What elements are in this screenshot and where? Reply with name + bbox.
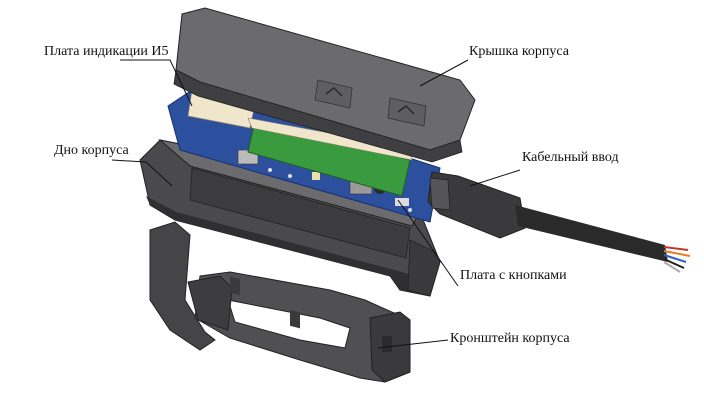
leader-housing-bracket bbox=[377, 339, 449, 349]
bracket-left-arm bbox=[149, 221, 216, 351]
cover-side-face bbox=[173, 69, 463, 163]
leader-indication-board bbox=[120, 59, 193, 107]
label-cable-gland: Кабельный ввод bbox=[522, 150, 619, 165]
leader-housing-bottom bbox=[111, 159, 173, 187]
bracket-slot-right bbox=[382, 336, 392, 352]
housing-bottom bbox=[139, 139, 441, 329]
bracket-inner-opening bbox=[227, 299, 351, 349]
cover-button-recess-2 bbox=[387, 97, 427, 127]
leader-housing-cover bbox=[419, 59, 469, 87]
label-housing-cover: Крышка корпуса bbox=[469, 44, 570, 59]
cover-arrow-icon-1 bbox=[325, 87, 343, 97]
bracket-left-post bbox=[187, 275, 233, 331]
label-housing-bracket: Кронштейн корпуса bbox=[450, 331, 570, 346]
housing-bracket bbox=[149, 221, 411, 383]
cable-wires bbox=[663, 246, 691, 273]
bottom-inner-floor bbox=[189, 167, 411, 259]
leader-cable-gland bbox=[469, 169, 521, 187]
bottom-end-cap bbox=[407, 239, 441, 297]
leader-button-board bbox=[397, 199, 459, 287]
cover-button-recess-1 bbox=[314, 79, 353, 109]
leader-lines bbox=[111, 59, 521, 349]
bottom-rib-1 bbox=[230, 276, 240, 296]
bottom-rib-2 bbox=[290, 309, 300, 329]
cable bbox=[515, 205, 668, 262]
cover-arrow-icon-2 bbox=[397, 105, 415, 115]
label-indication-board: Плата индикации И5 bbox=[44, 44, 169, 59]
label-housing-bottom: Дно корпуса bbox=[54, 143, 129, 158]
label-button-board: Плата с кнопками bbox=[460, 268, 567, 283]
cable-gland bbox=[427, 171, 691, 273]
housing-cover bbox=[173, 7, 476, 163]
cable-gland-body bbox=[427, 171, 526, 239]
cable-gland-nut bbox=[429, 177, 451, 211]
bottom-side-wall bbox=[146, 196, 432, 296]
